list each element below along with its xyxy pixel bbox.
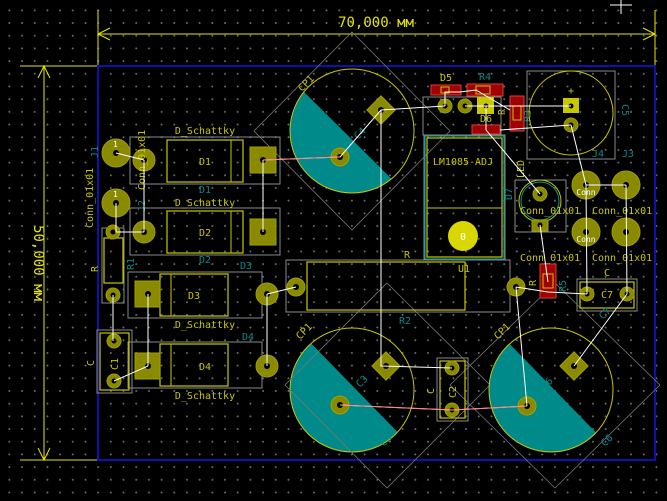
regulator-u1[interactable]: LM1085-ADJ 0 U1 bbox=[423, 134, 506, 275]
resistor-r4[interactable]: R4 bbox=[466, 72, 504, 97]
led-d7[interactable]: D7 LED bbox=[504, 160, 567, 233]
c1-value: C bbox=[86, 360, 97, 366]
capacitor-c5[interactable]: + C5 bbox=[526, 70, 630, 160]
crosshair-cursor-icon bbox=[610, 0, 632, 14]
pad-number: 1 bbox=[113, 140, 118, 149]
diode-d2[interactable]: D_Schattky D2 D2 bbox=[129, 198, 281, 266]
d5-ref: D5 bbox=[440, 73, 452, 84]
j2-value: Conn_01x01 bbox=[85, 168, 96, 228]
c3-value: CP1 bbox=[294, 322, 315, 343]
j3-value-2: Conn_01x01 bbox=[592, 253, 652, 264]
d4-fab: D4 bbox=[242, 332, 254, 343]
capacitor-c1[interactable]: C1 C bbox=[86, 329, 133, 394]
width-dimension-label: 70,000 мм bbox=[338, 15, 414, 31]
d4-ref: D4 bbox=[199, 362, 211, 373]
d7-value: LED bbox=[516, 160, 527, 178]
r4-ref: R4 bbox=[479, 72, 491, 83]
pad-number: 1 bbox=[113, 190, 118, 199]
j4-value: Conn_01x01 bbox=[520, 206, 580, 217]
height-dimension-label: 50,000 мм bbox=[30, 225, 46, 301]
d4-value: D_Schattky bbox=[175, 391, 235, 402]
j4-fab: J4 bbox=[592, 149, 604, 160]
c1-ref: C1 bbox=[110, 358, 121, 370]
c5-fab: C5 bbox=[619, 104, 630, 116]
capacitor-c6[interactable]: CP1 C6 C6 bbox=[449, 282, 661, 489]
r1-value: R bbox=[90, 265, 101, 272]
j2-fab: J2 bbox=[137, 200, 148, 212]
dimension-width[interactable]: 70,000 мм bbox=[96, 10, 657, 66]
capacitor-c4[interactable]: CP1 C4 bbox=[253, 31, 451, 231]
c4-value: CP1 bbox=[296, 74, 317, 95]
u1-fab: U1 bbox=[458, 264, 470, 275]
c5-plus: + bbox=[568, 86, 574, 97]
c6-ref: C6 bbox=[599, 433, 615, 449]
d2-fab: D2 bbox=[199, 255, 211, 266]
board-outline bbox=[97, 65, 656, 461]
dimension-height[interactable]: 50,000 мм bbox=[20, 64, 98, 462]
r2-value: R bbox=[404, 250, 411, 261]
c2-ref: C2 bbox=[448, 386, 459, 398]
j4-value-2: Conn_01x01 bbox=[520, 253, 580, 264]
diode-d1[interactable]: D_Schattky D1 D1 bbox=[129, 126, 281, 196]
ratsnest-lines bbox=[112, 89, 628, 411]
r3-fab: R3 bbox=[523, 110, 534, 122]
c6-value: CP1 bbox=[492, 322, 513, 343]
cp-c6-fill bbox=[489, 328, 613, 452]
d2-value: D_Schattky bbox=[175, 198, 235, 209]
cp-c4-fill bbox=[290, 69, 414, 193]
d1-fab: D1 bbox=[199, 185, 211, 196]
u1-pad: 0 bbox=[460, 232, 466, 243]
u1-value: LM1085-ADJ bbox=[433, 157, 493, 168]
d1-ref: D1 bbox=[199, 157, 211, 168]
d3-ref: D3 bbox=[188, 291, 200, 302]
r5-fab: R5 bbox=[558, 280, 569, 292]
c2-value: C bbox=[426, 388, 437, 394]
r3-value: R bbox=[497, 108, 508, 115]
c7-ref: C7 bbox=[601, 290, 613, 301]
d2-ref: D2 bbox=[199, 228, 211, 239]
diode-d4[interactable]: D4 D4 D_Schattky bbox=[127, 332, 279, 402]
d1-value: D_Schattky bbox=[175, 126, 235, 137]
r5-value: R bbox=[528, 279, 539, 286]
diode-d3[interactable]: D3 D3 D_Schattky bbox=[127, 261, 279, 331]
r2-fab: R2 bbox=[399, 316, 411, 327]
j3-value: Conn_01x01 bbox=[592, 206, 652, 217]
resistor-r3[interactable]: R3 R bbox=[497, 95, 534, 132]
capacitor-c7[interactable]: C7 C C7 bbox=[576, 268, 638, 322]
d7-fab: D7 bbox=[504, 188, 515, 200]
resistor-r2[interactable]: R R2 bbox=[285, 250, 526, 327]
j3-fab: J3 bbox=[622, 149, 634, 160]
j1-fab: J1 bbox=[90, 146, 101, 158]
c3-fab: C3 bbox=[354, 374, 370, 390]
c7-value: C bbox=[604, 268, 610, 279]
d3-value: D_Schattky bbox=[175, 320, 235, 331]
cp-c3-fill bbox=[290, 328, 414, 452]
d3-fab: D3 bbox=[240, 261, 252, 272]
r1-fab: R1 bbox=[126, 258, 137, 270]
